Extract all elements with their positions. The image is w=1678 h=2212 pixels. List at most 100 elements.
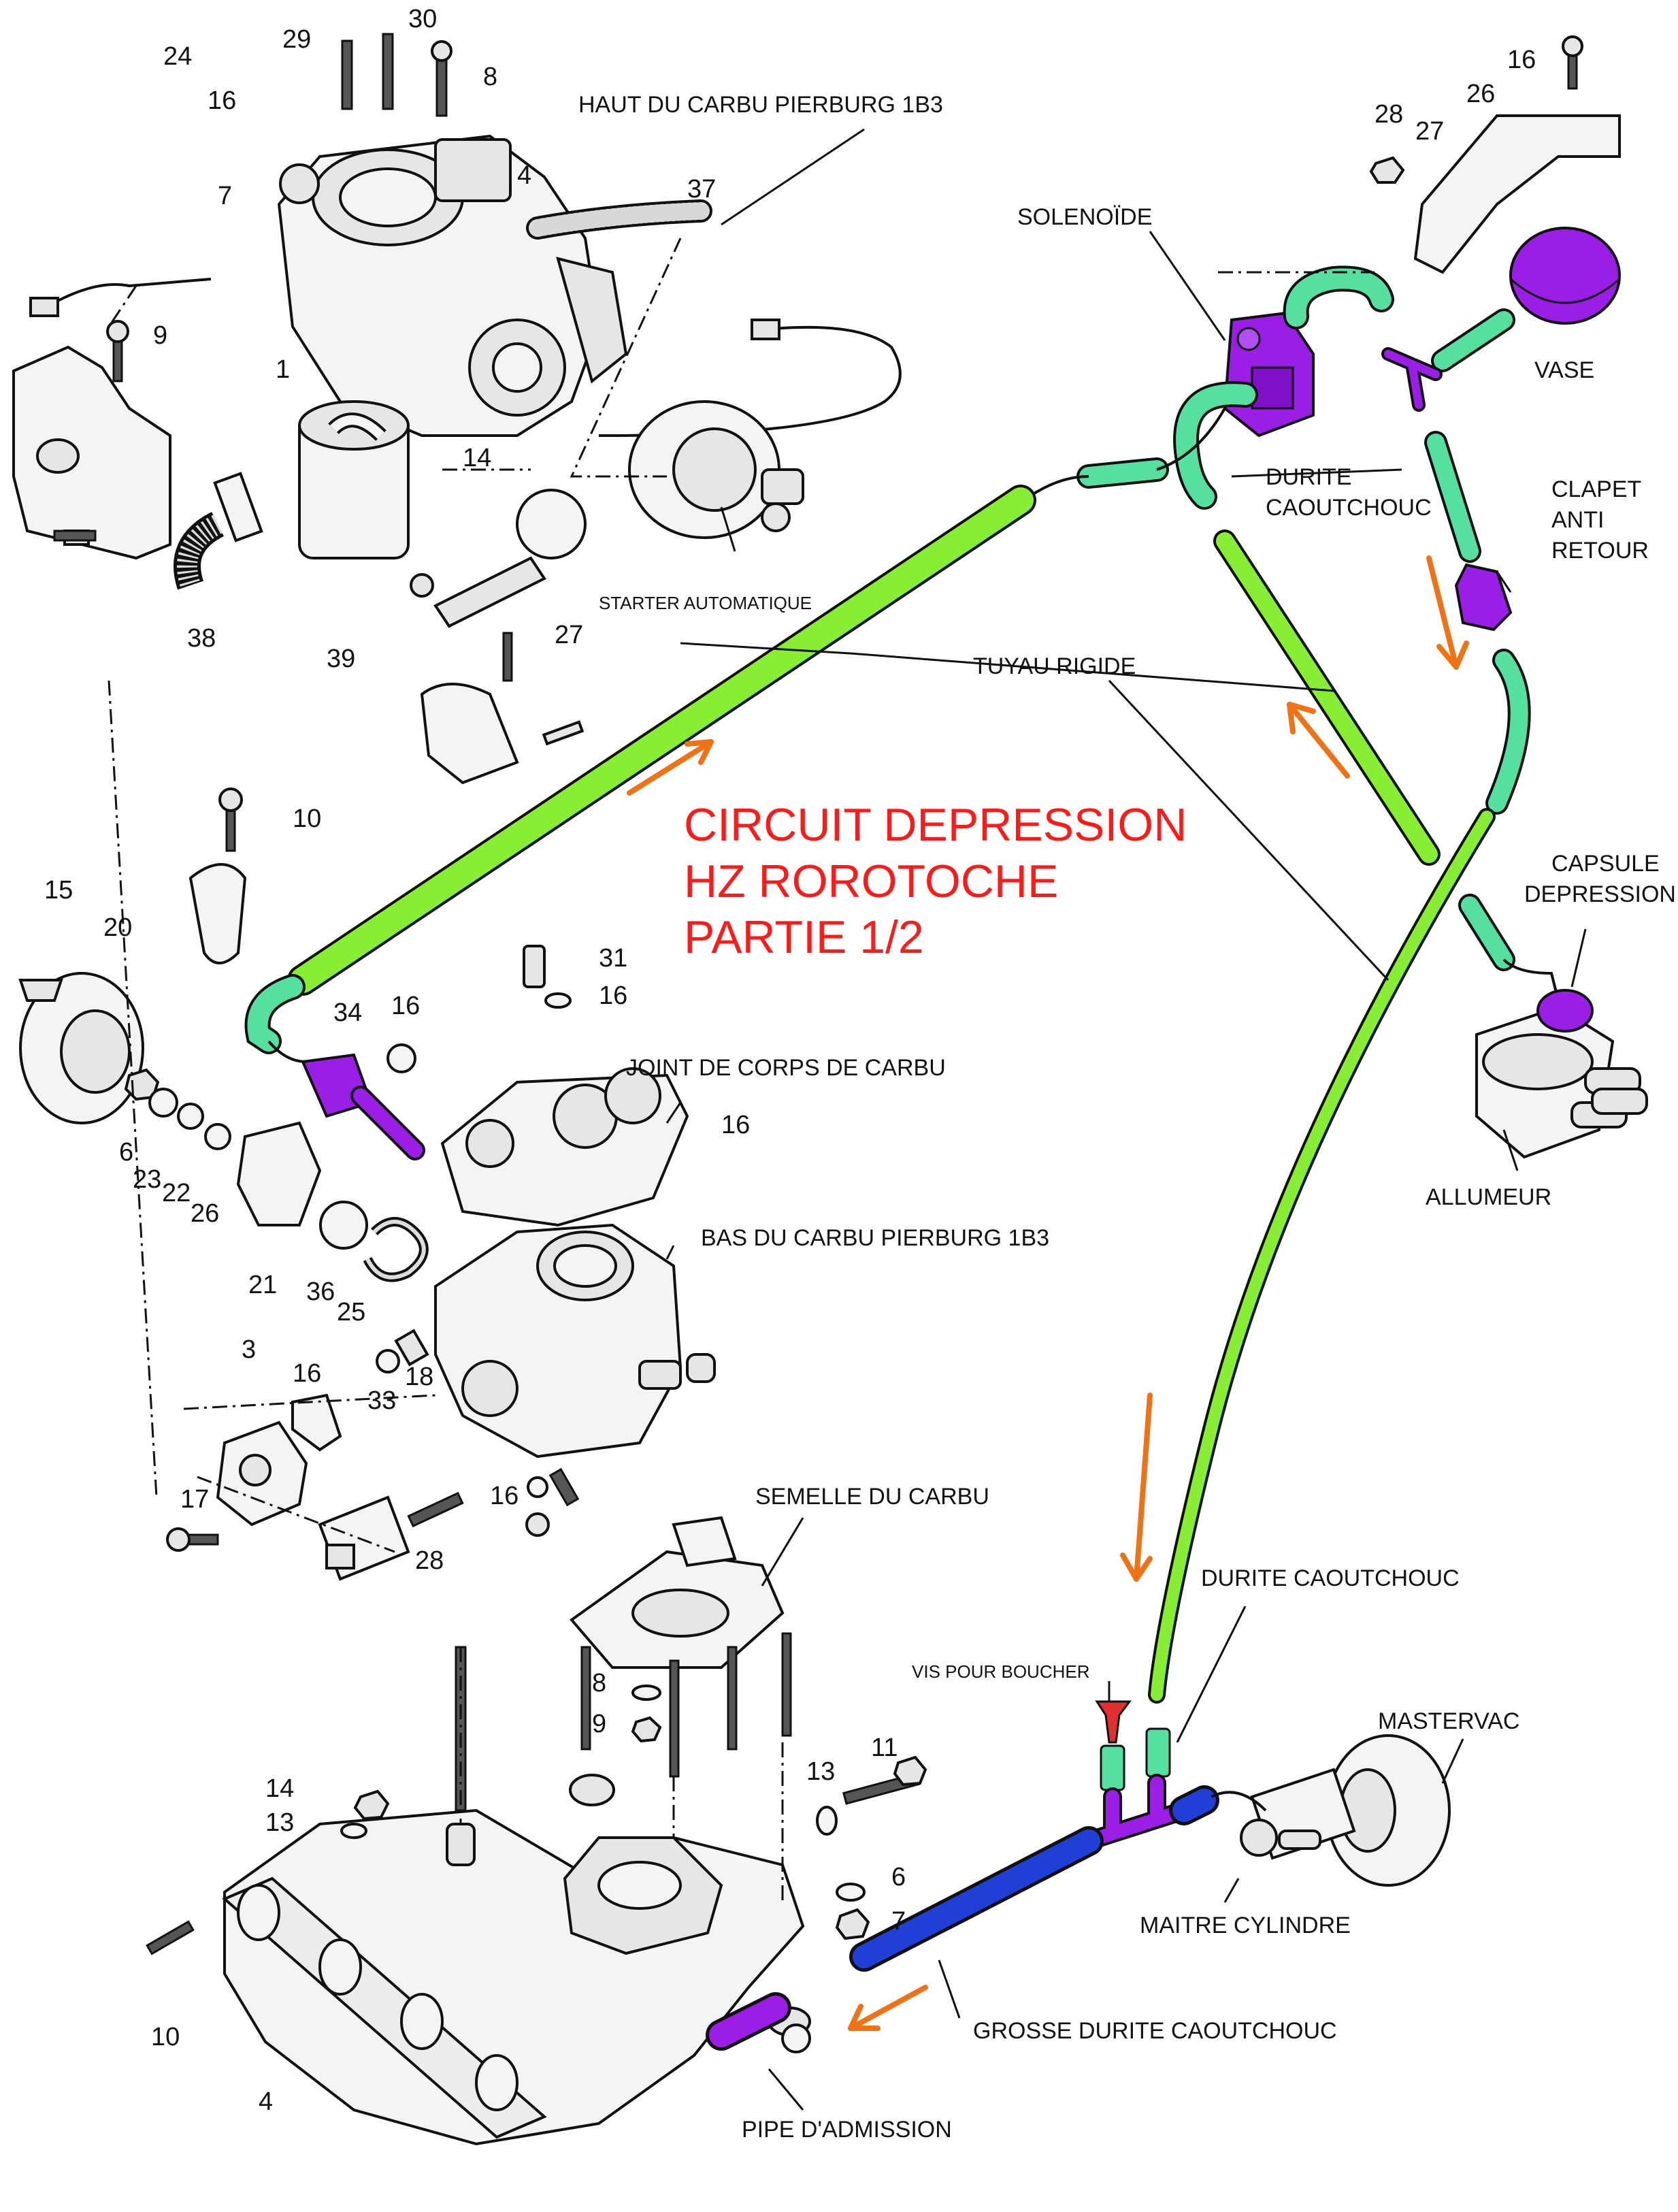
distributor (1475, 989, 1648, 1159)
part-number: 28 (415, 1546, 444, 1575)
part-number: 24 (163, 42, 192, 71)
part-number: 16 (208, 86, 236, 115)
carburetor-body-gasket (440, 1067, 689, 1227)
leader-lines (108, 128, 1587, 2111)
part-number: 15 (44, 876, 73, 905)
part-number: 13 (806, 1757, 835, 1786)
part-numbers: 29 30 8 24 16 4 7 37 9 1 38 39 14 27 16 … (44, 5, 1536, 2116)
part-number: 9 (592, 1710, 606, 1738)
part-number: 18 (405, 1363, 433, 1391)
vacuum-reservoir-vase (1509, 227, 1621, 325)
part-number: 4 (259, 2087, 273, 2116)
label-vacuum-capsule-1: CAPSULE (1551, 851, 1660, 877)
part-number: 27 (555, 621, 583, 649)
part-number: 17 (180, 1485, 209, 1514)
label-vacuum-capsule-2: DEPRESSION (1524, 881, 1676, 907)
label-automatic-choke: STARTER AUTOMATIQUE (599, 593, 812, 613)
part-number: 16 (391, 992, 420, 1020)
label-check-valve-2: ANTI (1551, 507, 1604, 533)
title-line-1: CIRCUIT DEPRESSION (684, 799, 1187, 851)
part-number: 20 (103, 913, 132, 942)
label-large-hose: GROSSE DURITE CAOUTCHOUC (973, 2018, 1337, 2044)
part-number: 33 (367, 1386, 396, 1415)
label-vase: VASE (1534, 357, 1594, 383)
label-rubber-hose-bottom: DURITE CAOUTCHOUC (1201, 1565, 1460, 1591)
flow-arrows (627, 555, 1469, 2031)
part-number: 28 (1375, 100, 1403, 129)
t-fitting-hoses (1079, 1700, 1194, 1851)
plug-screw (1095, 1700, 1132, 1744)
carburetor-bottom-body (434, 1223, 716, 1459)
part-number: 6 (119, 1138, 133, 1167)
part-number: 21 (248, 1271, 277, 1299)
part-number: 16 (293, 1359, 321, 1388)
intake-manifold (146, 1646, 927, 2146)
part-number: 16 (721, 1111, 750, 1139)
label-rigid-pipe: TUYAU RIGIDE (973, 653, 1136, 679)
idle-cutoff-valve (301, 1043, 425, 1160)
label-plug-screw: VIS POUR BOUCHER (912, 1661, 1090, 1682)
label-intake-manifold: PIPE D'ADMISSION (742, 2117, 952, 2143)
flow-arrow-icon (848, 1985, 928, 2031)
part-number: 39 (327, 645, 355, 673)
rigid-pipe-brake (1148, 808, 1496, 1704)
part-number: 10 (151, 2023, 180, 2051)
label-check-valve-3: RETOUR (1551, 538, 1649, 564)
part-number: 29 (282, 25, 311, 54)
part-number: 36 (306, 1278, 335, 1306)
part-number: 7 (218, 182, 232, 210)
flow-arrow-icon (1287, 702, 1350, 779)
part-number: 8 (592, 1669, 606, 1697)
label-base-plate: SEMELLE DU CARBU (755, 1484, 989, 1510)
label-solenoid: SOLENOÏDE (1017, 204, 1152, 230)
brake-booster (1240, 1734, 1451, 1887)
part-number: 7 (891, 1907, 906, 1936)
label-rubber-hose-top-2: CAOUTCHOUC (1266, 495, 1432, 521)
rigid-pipe-capsule (1213, 530, 1441, 866)
part-number: 26 (191, 1199, 219, 1228)
part-number: 9 (153, 321, 167, 350)
vacuum-capsule (1536, 989, 1594, 1032)
part-number: 16 (490, 1482, 519, 1510)
part-number: 13 (265, 1808, 294, 1837)
part-number: 23 (133, 1165, 161, 1194)
title-line-3: PARTIE 1/2 (684, 911, 924, 963)
label-master-cylinder: MAITRE CYLINDRE (1140, 1913, 1351, 1938)
part-number: 3 (242, 1335, 256, 1364)
part-number: 1 (276, 355, 290, 384)
label-carburetor-top: HAUT DU CARBU PIERBURG 1B3 (578, 92, 943, 118)
part-number: 38 (187, 624, 216, 653)
flow-arrow-icon (627, 739, 714, 796)
label-rubber-hose-top-1: DURITE (1266, 464, 1352, 490)
part-number: 27 (1415, 117, 1444, 146)
rigid-pipe-main (244, 485, 1036, 1063)
part-number: 25 (337, 1298, 365, 1327)
vacuum-reservoir-assembly (1033, 35, 1621, 1001)
part-number: 16 (599, 981, 627, 1010)
part-number: 30 (408, 5, 437, 33)
label-check-valve-1: CLAPET (1551, 476, 1641, 502)
automatic-choke (410, 400, 804, 785)
label-brake-booster: MASTERVAC (1378, 1708, 1519, 1734)
check-valve (1454, 563, 1513, 632)
part-number: 31 (599, 944, 627, 973)
part-number: 22 (162, 1179, 191, 1207)
manifold-vacuum-nipple (709, 1996, 788, 2047)
label-body-gasket: JOINT DE CORPS DE CARBU (626, 1055, 946, 1081)
part-number: 14 (265, 1774, 294, 1803)
part-number: 4 (517, 161, 531, 190)
part-number: 26 (1466, 80, 1495, 108)
part-number: 37 (687, 175, 716, 204)
part-number: 34 (333, 998, 362, 1027)
flow-arrow-icon (1426, 555, 1469, 670)
label-distributor: ALLUMEUR (1426, 1184, 1551, 1210)
large-vacuum-hose (849, 1785, 1267, 1972)
carburetor-base-plate (570, 1516, 792, 1778)
part-number: 11 (871, 1734, 898, 1762)
label-carburetor-bottom: BAS DU CARBU PIERBURG 1B3 (701, 1225, 1049, 1251)
part-number: 8 (483, 63, 497, 91)
component-labels: HAUT DU CARBU PIERBURG 1B3 STARTER AUTOM… (578, 92, 1676, 2143)
flow-arrow-icon (1120, 1393, 1153, 1582)
part-number: 6 (891, 1863, 906, 1891)
